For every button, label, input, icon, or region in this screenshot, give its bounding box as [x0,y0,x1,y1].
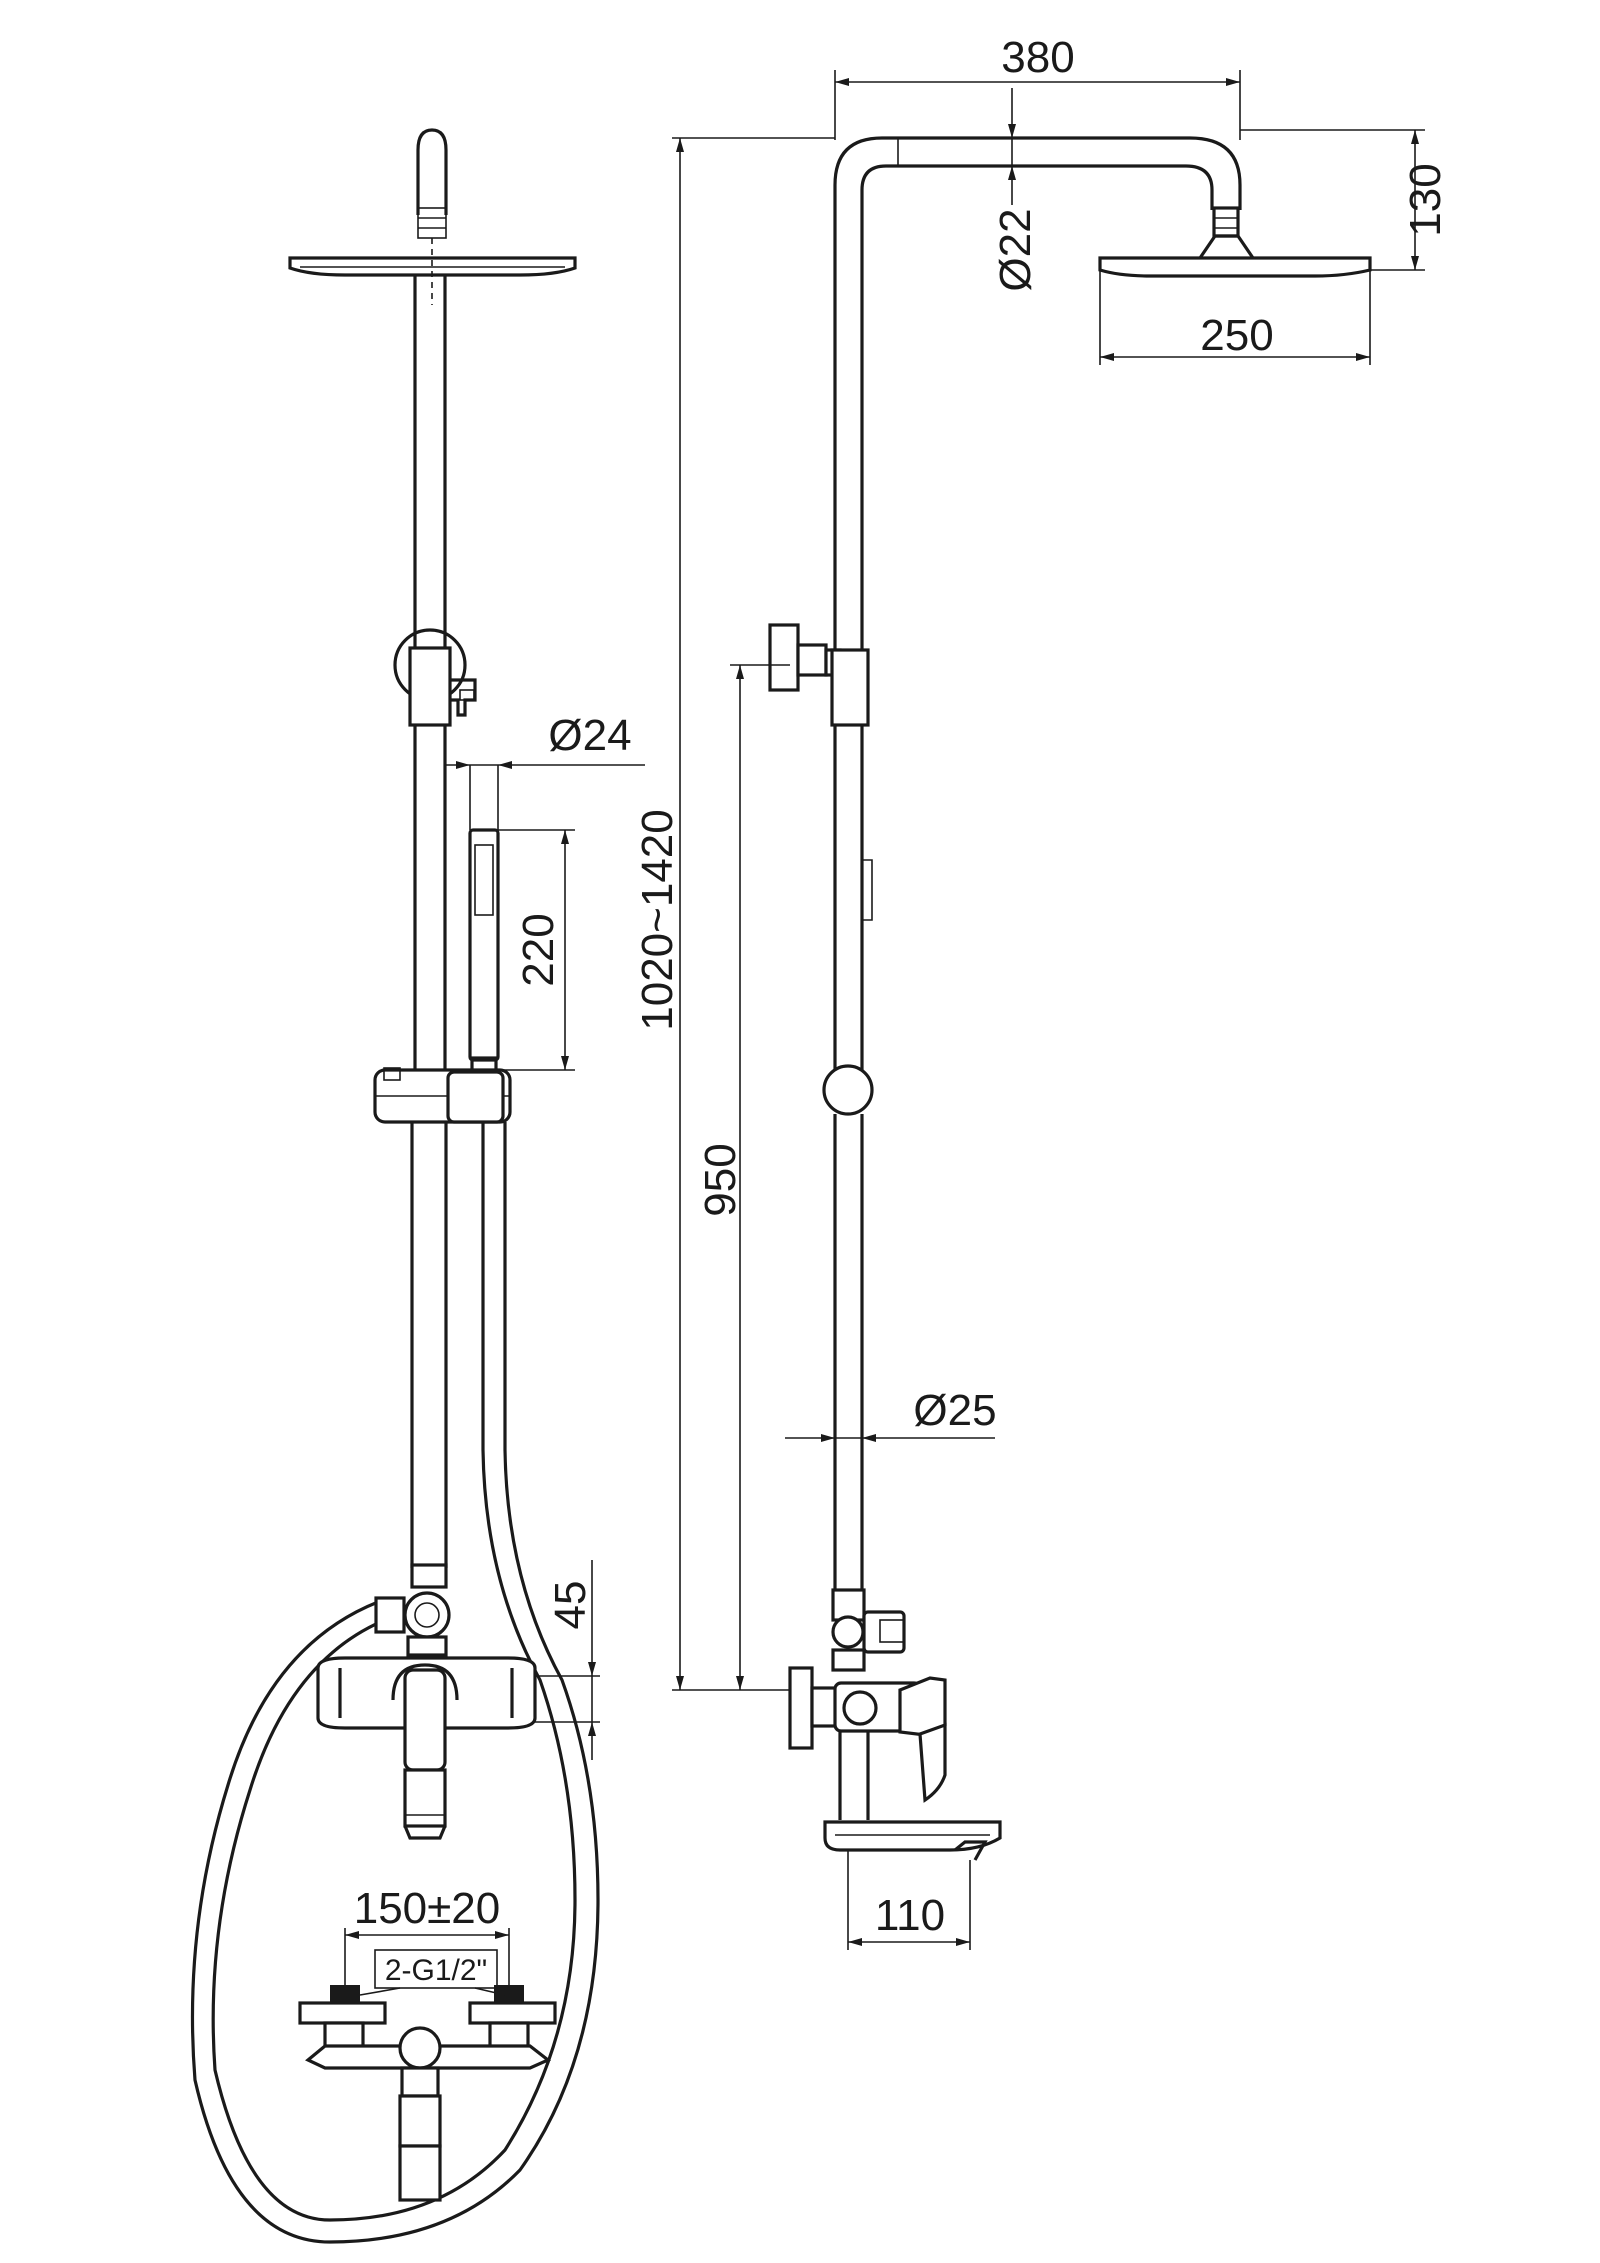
dim-lower-pipe-diameter: Ø25 [913,1386,996,1435]
dim-inlet-centers: 150±20 [354,1884,501,1933]
front-hand-shower [468,765,500,1074]
side-mixer-body [788,1666,1002,1861]
front-inlets [298,1985,557,2202]
front-shower-head [288,256,577,277]
dim-riser-diameter: Ø24 [548,711,631,760]
front-diverter [374,1563,451,1657]
dim-outlet-height: 950 [696,1143,745,1216]
dim-inlet-thread: 2-G1/2" [385,1954,487,1987]
dim-diverter-offset: 45 [546,1581,595,1630]
dim-head-diameter: 250 [1200,311,1273,360]
dim-total-height: 1020~1420 [633,809,682,1030]
dim-head-height: 130 [1401,163,1450,236]
side-diverter [831,1588,906,1672]
front-arm-top [416,128,448,215]
dim-handshower-length: 220 [514,913,563,986]
dimension-lines [344,70,1425,1996]
side-shower-head [1098,256,1372,278]
front-view [190,128,600,2244]
front-slider-sleeve [408,646,452,727]
dim-arm-diameter: Ø22 [991,208,1040,291]
front-mixer-body [316,1656,537,1840]
front-arm-joint [417,207,447,239]
dim-spout-projection: 110 [875,1891,945,1940]
side-view [768,136,1372,1861]
side-slider [822,1064,874,1116]
side-head-connector [1212,206,1240,238]
front-slide-holder [373,1067,512,1124]
side-wall-bracket [768,623,870,727]
side-overhead-arm [833,136,1242,650]
dim-rain-arm-length: 380 [1001,33,1074,82]
